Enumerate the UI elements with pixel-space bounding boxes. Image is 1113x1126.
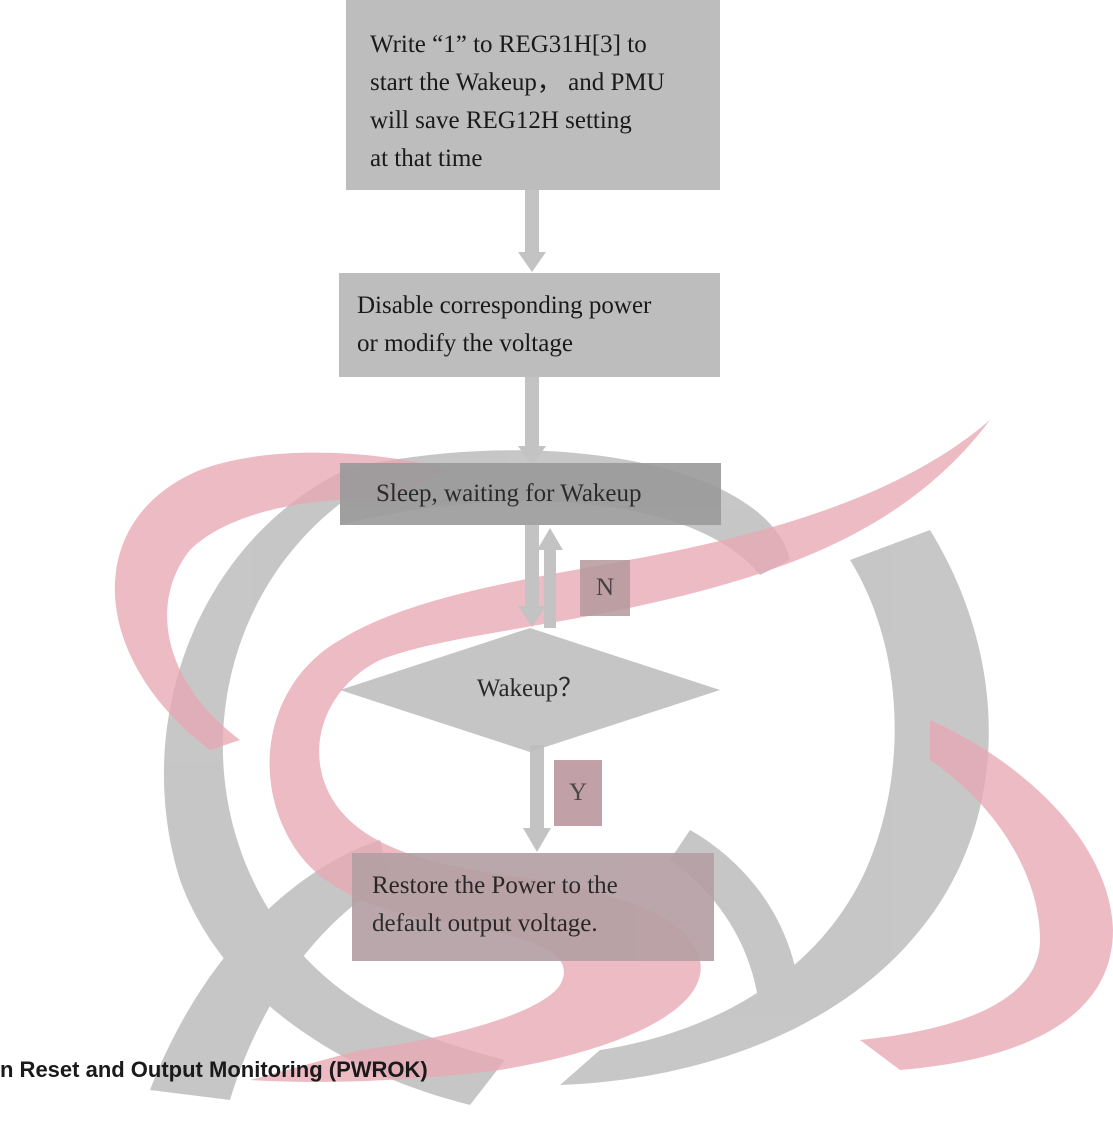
arrow-shaft-n [544, 545, 556, 628]
decision-diamond [340, 628, 720, 752]
step-text-line: or modify the voltage [357, 330, 573, 357]
arrow-head-y [523, 828, 551, 852]
arrow-head-3 [518, 606, 546, 627]
arrow-head-2 [518, 446, 546, 466]
arrow-shaft-1 [525, 190, 539, 258]
step-text-line: Write “1” to REG31H[3] to [370, 31, 647, 58]
step-text-line: will save REG12H setting [370, 107, 632, 134]
arrow-head-1 [518, 252, 546, 272]
arrow-shaft-3 [525, 525, 539, 611]
arrow-head-n [537, 528, 563, 550]
step-text: Sleep, waiting for Wakeup [376, 480, 642, 507]
arrow-shaft-2 [525, 377, 539, 451]
step-text-line: start the Wakeup， and PMU [370, 69, 665, 96]
arrow-shaft-y [530, 745, 544, 833]
step-text-line: Disable corresponding power [357, 292, 652, 319]
step-box-restore-power: Restore the Power to the default output … [352, 853, 714, 961]
section-heading: n Reset and Output Monitoring (PWROK) [0, 1057, 428, 1082]
decision-label: Wakeup？ [476, 675, 584, 702]
no-branch-label: N [580, 560, 630, 616]
step-text-line: at that time [370, 145, 483, 172]
yes-branch-label: Y [554, 760, 602, 826]
step-box-write-reg: Write “1” to REG31H[3] to start the Wake… [346, 0, 720, 190]
step-text-line: default output voltage. [372, 910, 598, 937]
step-box-sleep: Sleep, waiting for Wakeup [340, 463, 721, 525]
step-text-line: Restore the Power to the [372, 872, 618, 899]
step-box-disable-power: Disable corresponding power or modify th… [339, 273, 720, 377]
